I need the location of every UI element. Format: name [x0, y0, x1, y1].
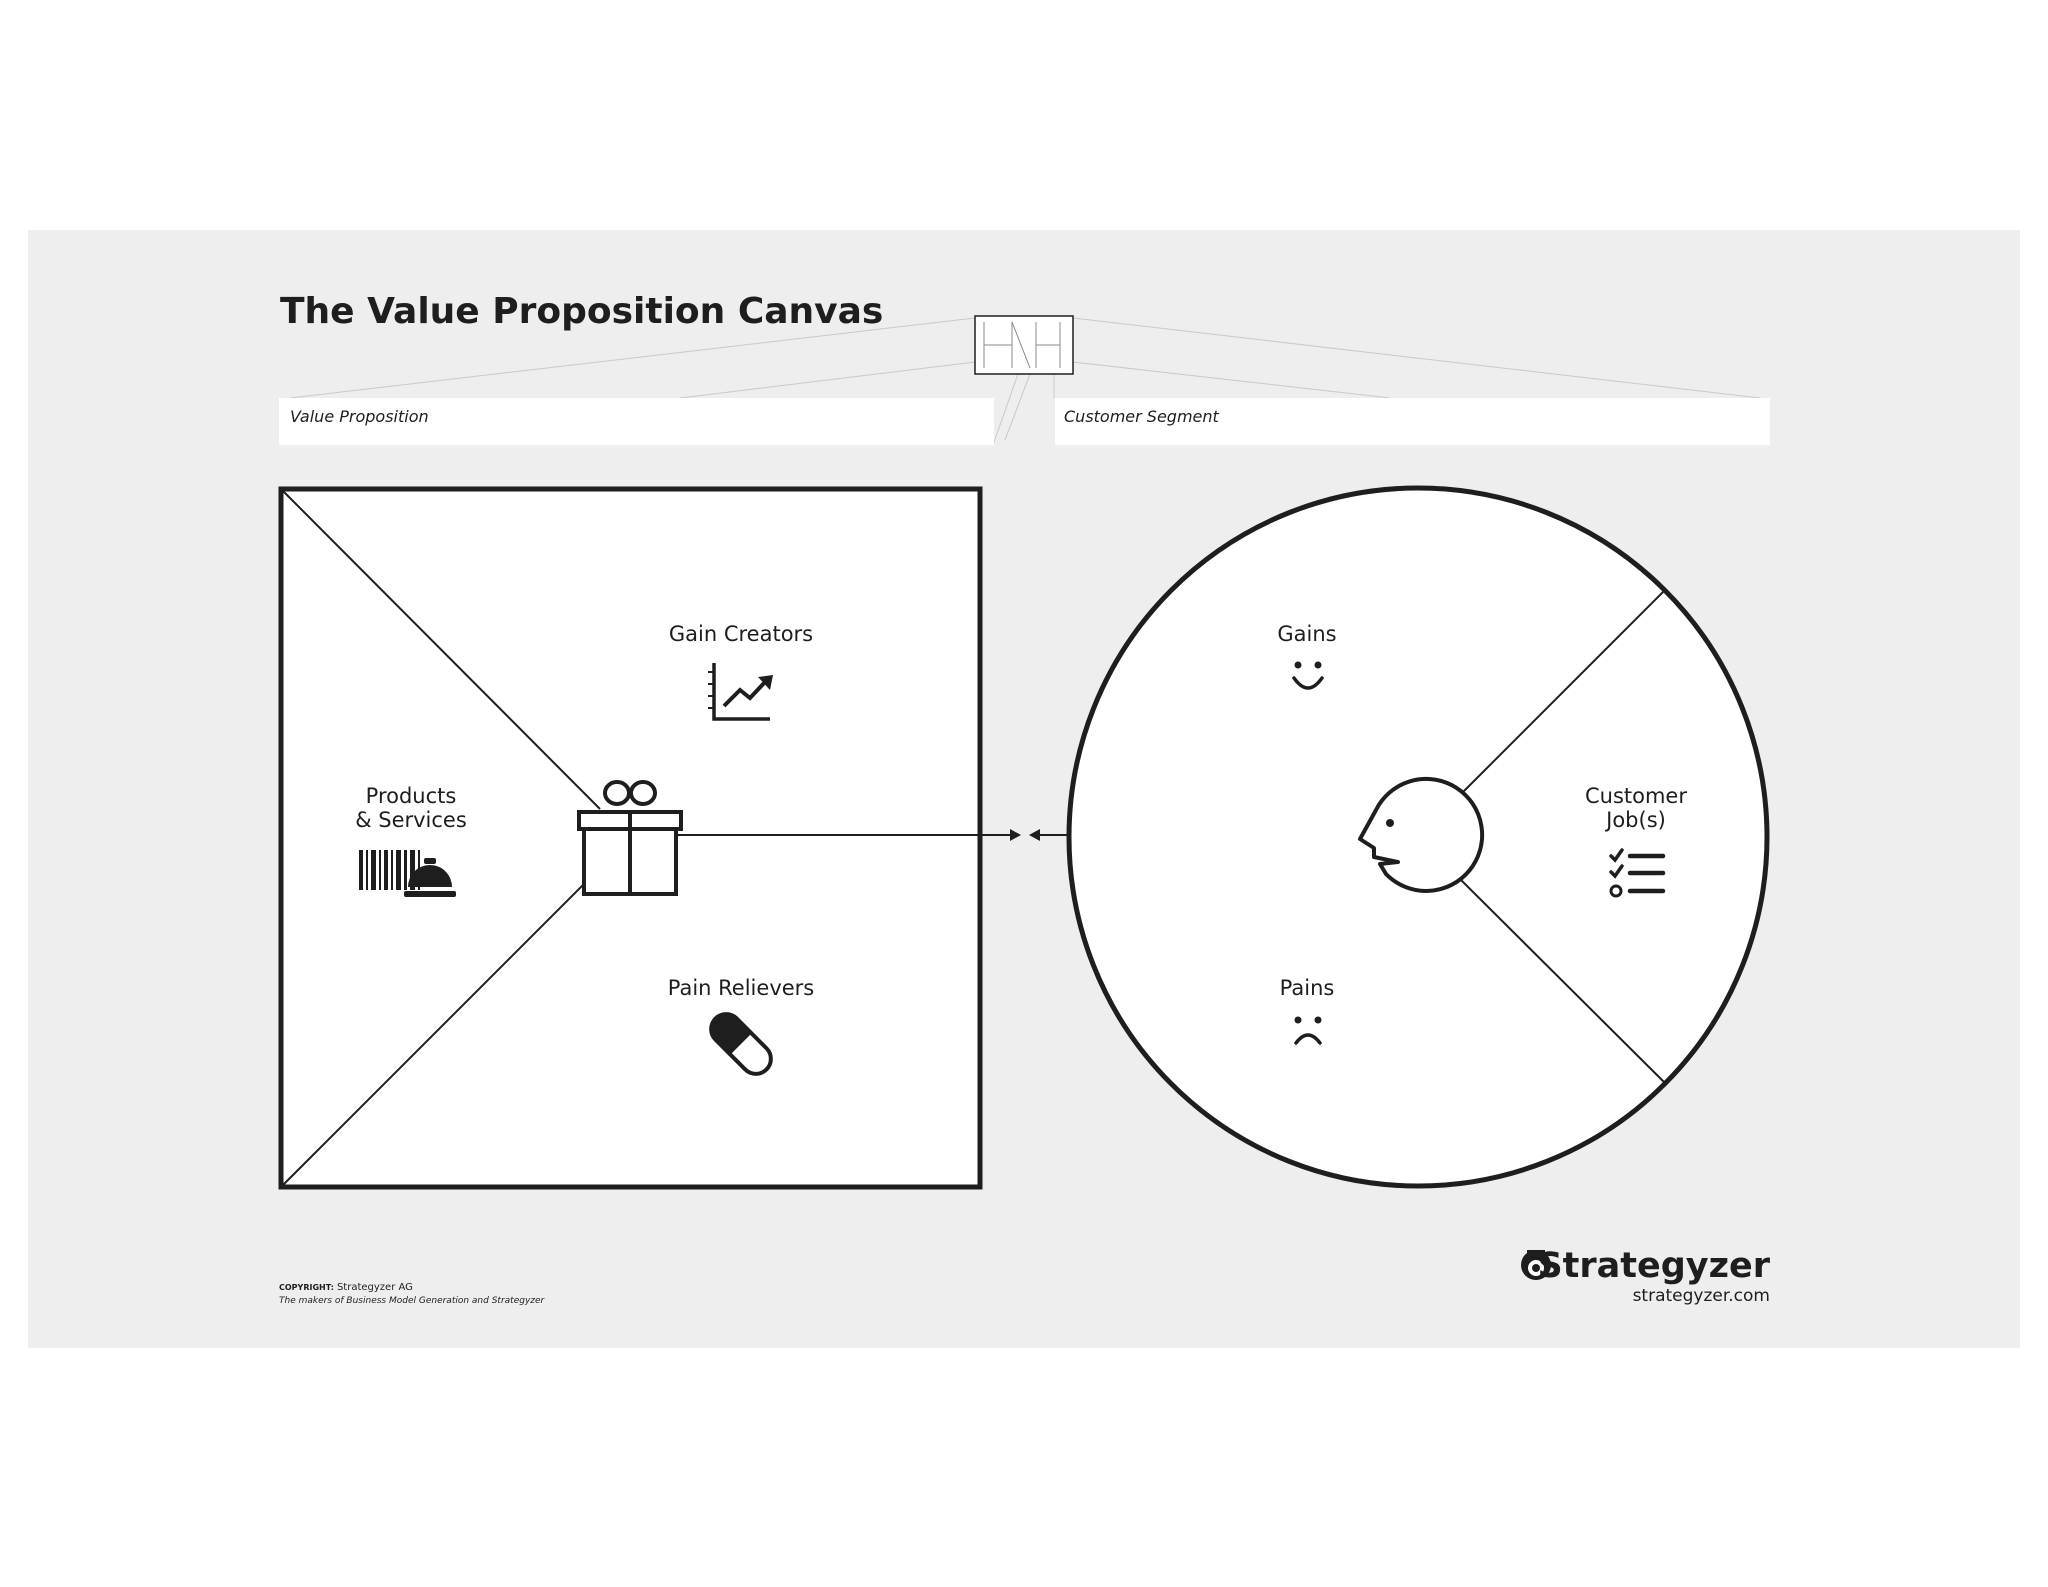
- face-profile-icon: [1358, 776, 1485, 893]
- pains-label: Pains: [1280, 976, 1335, 1000]
- gains-label: Gains: [1277, 622, 1336, 646]
- growth-chart-icon: [708, 663, 773, 721]
- service-bell-icon: [404, 858, 456, 897]
- brand-name: Strategyzer: [1537, 1246, 1770, 1286]
- products-services-label-line2: & Services: [355, 808, 467, 832]
- checklist-icon: [1609, 848, 1666, 898]
- pill-icon: [709, 1012, 773, 1076]
- products-services-label-line1: Products: [366, 784, 457, 808]
- value-proposition-box[interactable]: [279, 398, 994, 445]
- tagline: The makers of Business Model Generation …: [279, 1296, 546, 1306]
- brand-url[interactable]: strategyzer.com: [1633, 1286, 1770, 1306]
- gift-icon: [577, 780, 683, 896]
- page-title: The Value Proposition Canvas: [280, 291, 883, 332]
- copyright: COPYRIGHT:Strategyzer AG: [279, 1282, 413, 1293]
- copyright-label: COPYRIGHT:: [279, 1283, 334, 1292]
- value-proposition-label: Value Proposition: [290, 407, 429, 426]
- gain-creators-label: Gain Creators: [669, 622, 813, 646]
- copyright-owner: Strategyzer AG: [337, 1282, 413, 1293]
- strategyzer-logo-icon: [1521, 1250, 1551, 1280]
- frown-icon: [1294, 1016, 1322, 1045]
- customer-segment-label: Customer Segment: [1064, 407, 1220, 426]
- customer-jobs-label-line1: Customer: [1585, 784, 1687, 808]
- smile-icon: [1292, 661, 1324, 690]
- thumbnail-connectors: [289, 317, 1761, 446]
- customer-jobs-label-line2: Job(s): [1604, 808, 1666, 832]
- canvas-thumbnail-icon: [974, 315, 1074, 375]
- pain-relievers-label: Pain Relievers: [668, 976, 815, 1000]
- customer-segment-box[interactable]: [1055, 398, 1770, 445]
